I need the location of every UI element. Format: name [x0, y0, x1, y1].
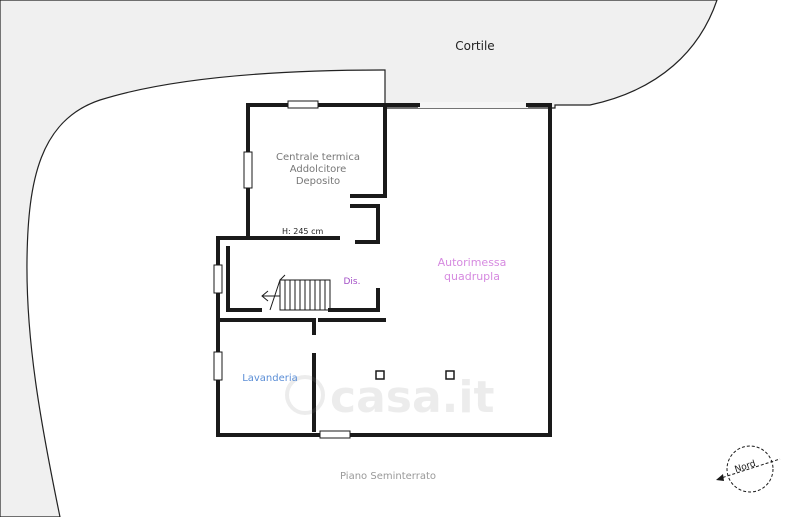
north-compass: Nord [716, 445, 781, 493]
watermark-logo-icon [285, 375, 325, 415]
room-label-line: Addolcitore [290, 164, 347, 175]
compass-arrow-icon [716, 474, 724, 481]
garage-top-threshold [418, 102, 528, 108]
room-label-line: Centrale termica [276, 152, 360, 163]
compass-arrow-line [717, 458, 781, 480]
technical-room-label: Centrale termica Addolcitore Deposito [276, 152, 360, 187]
room-label-line: quadrupla [444, 270, 500, 283]
hallway-label: Dis. [344, 277, 361, 287]
pillar [445, 370, 455, 380]
floor-label: Piano Seminterrato [340, 471, 436, 482]
courtyard-area [0, 0, 718, 517]
windows [213, 100, 351, 439]
laundry-label: Lavanderia [242, 373, 298, 384]
height-note: H: 245 cm [282, 227, 323, 236]
compass-circle [726, 445, 774, 493]
watermark: casa.it [285, 372, 494, 423]
walls [216, 103, 552, 437]
staircase [261, 274, 331, 311]
garage-label: Autorimessa quadrupla [438, 256, 507, 283]
room-label-line: Deposito [296, 176, 340, 187]
pillar [375, 370, 385, 380]
courtyard-label: Cortile [455, 39, 494, 53]
room-label-line: Autorimessa [438, 256, 507, 269]
watermark-text: casa.it [330, 372, 494, 423]
